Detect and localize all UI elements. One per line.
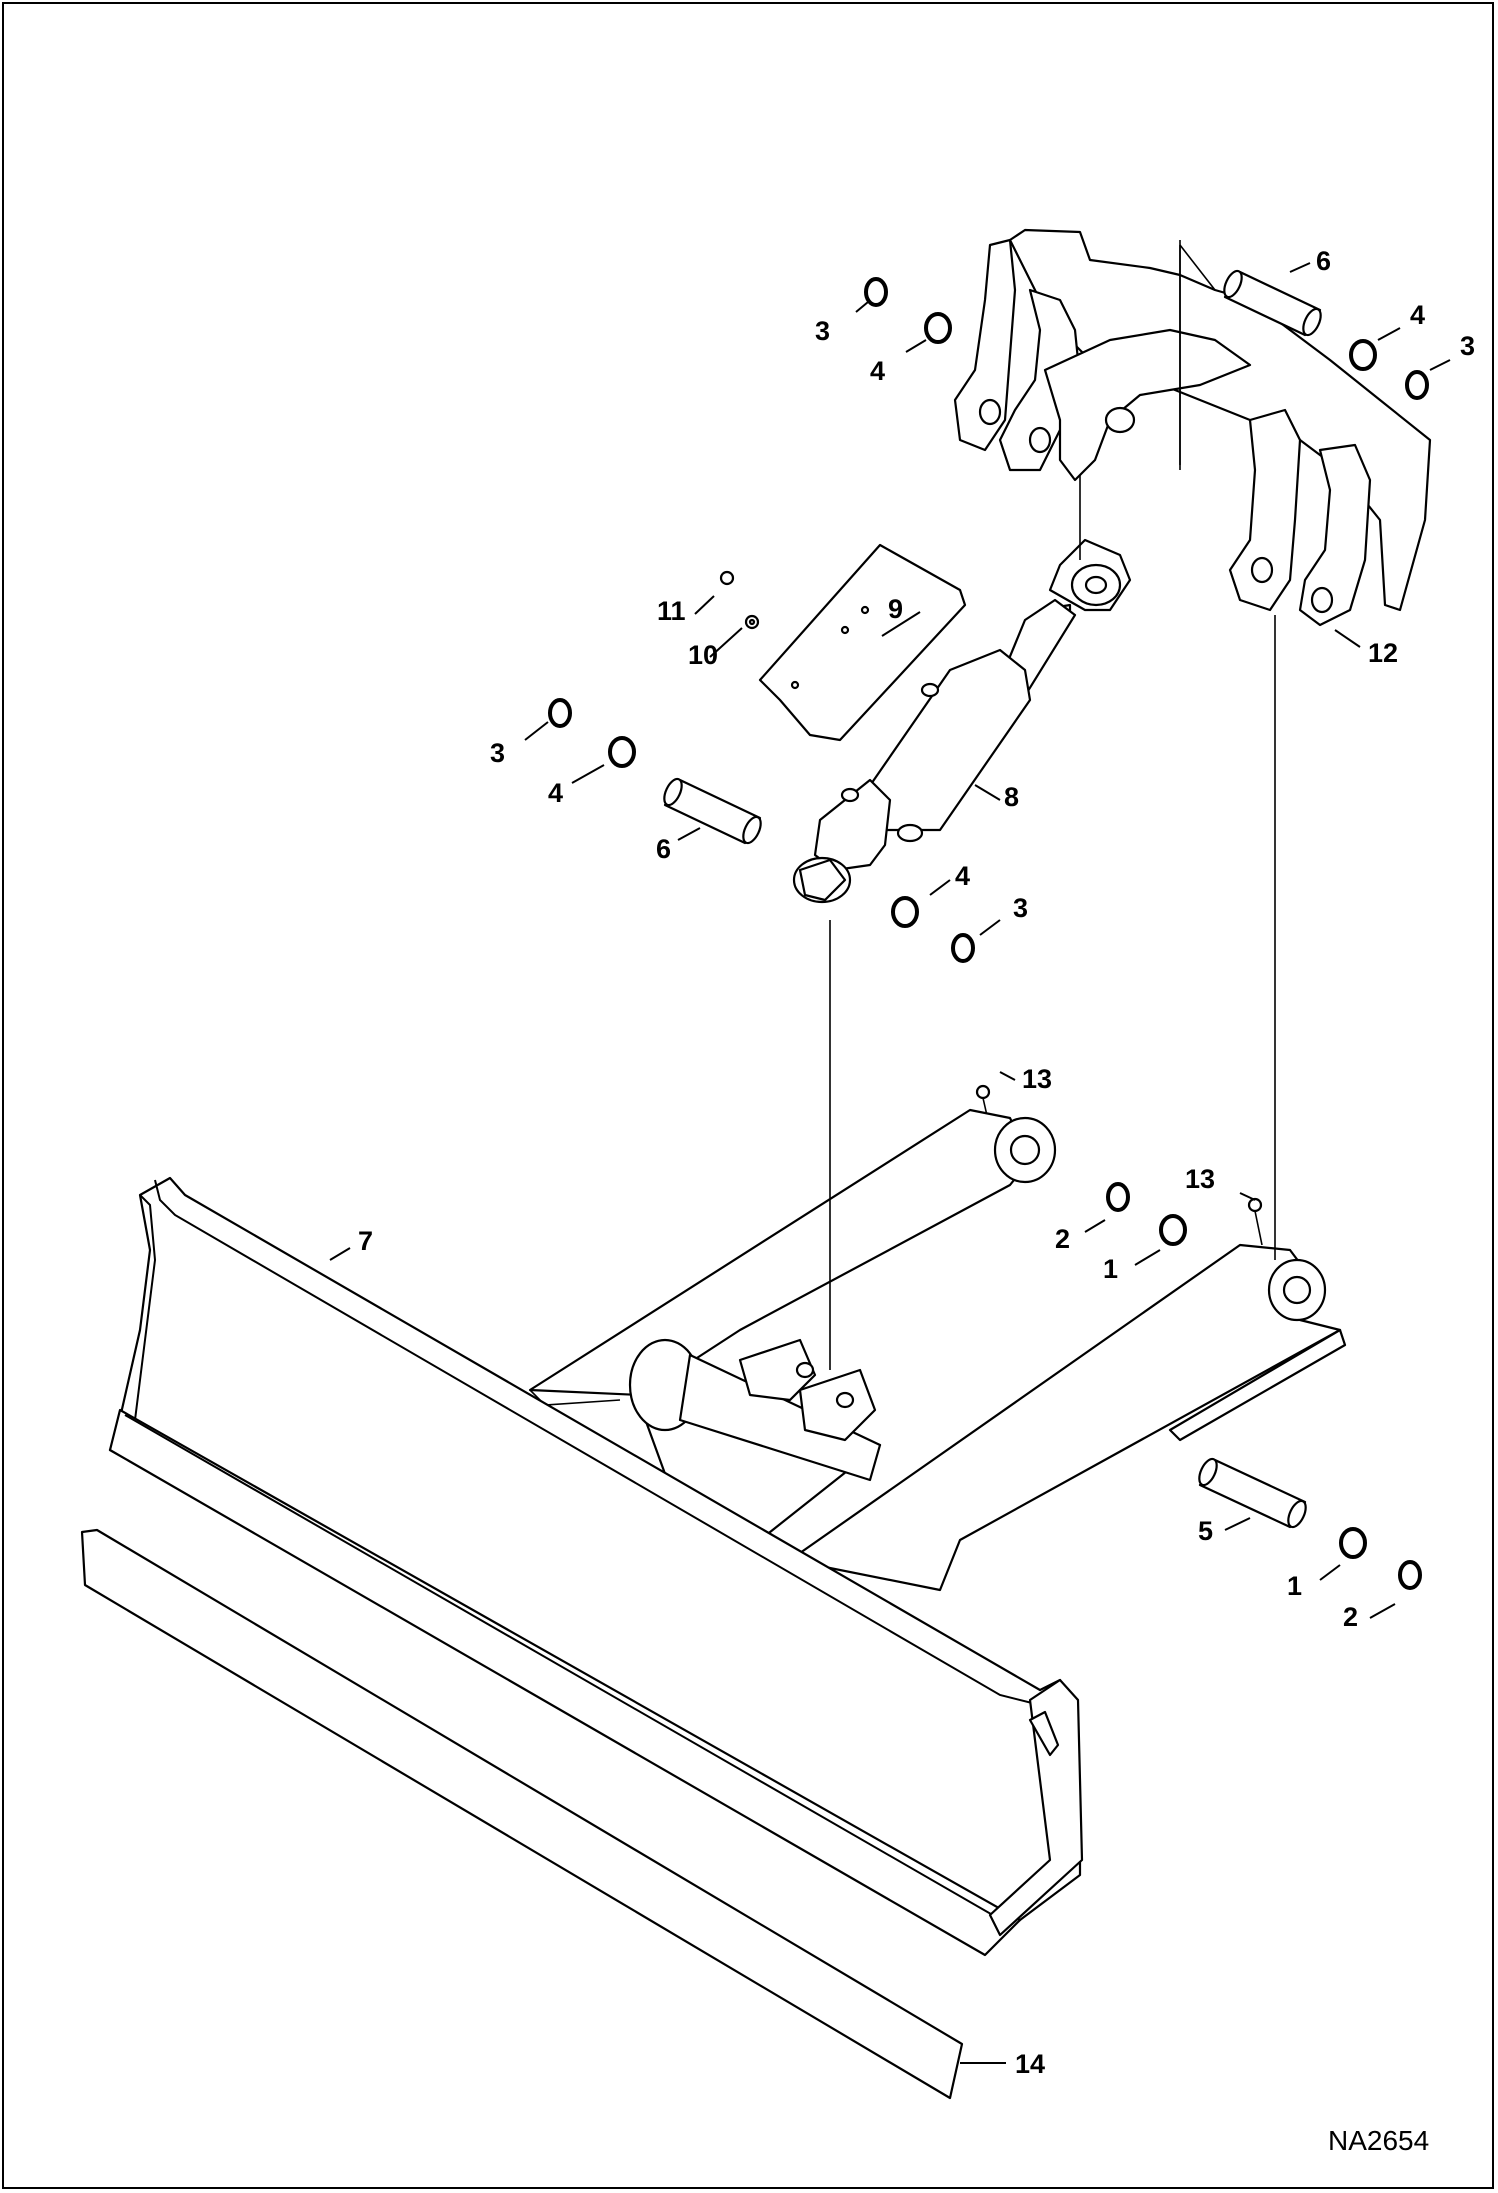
callout-pin-6-mid: 6 — [656, 834, 671, 864]
callout-ring-2-upper: 2 — [1055, 1224, 1070, 1254]
push-arm-frame — [528, 1108, 1347, 1592]
pins — [663, 269, 1322, 1529]
callout-ring-2-lower: 2 — [1343, 1602, 1358, 1632]
retaining-rings — [548, 277, 1429, 1590]
alignment-lines — [829, 240, 1276, 1370]
callout-blade-7: 7 — [358, 1226, 373, 1256]
callout-ring-3-mid-left: 3 — [490, 738, 505, 768]
cutting-edge — [80, 1528, 964, 2100]
callout-ring-3-top-right: 3 — [1460, 331, 1475, 361]
callout-fitting-13-right: 13 — [1185, 1164, 1215, 1194]
callout-ring-4-top-right: 4 — [1410, 300, 1425, 330]
callout-ring-3-top-left: 3 — [815, 316, 830, 346]
callout-nut-11: 11 — [657, 596, 686, 626]
callout-cutting-edge-14: 14 — [1015, 2049, 1045, 2079]
blade-mount-frame — [953, 228, 1432, 627]
callout-cylinder-8: 8 — [1004, 782, 1019, 812]
diagram-code: NA2654 — [1328, 2125, 1429, 2156]
nut-and-washer — [719, 570, 760, 630]
cylinder-guard — [758, 543, 967, 742]
leader-lines — [329, 262, 1451, 2064]
callout-ring-3-mid-right: 3 — [1013, 893, 1028, 923]
callout-pin-6-top: 6 — [1316, 246, 1331, 276]
callout-ring-4-mid-right: 4 — [955, 861, 970, 891]
hydraulic-cylinder — [792, 538, 1132, 904]
dozer-blade — [108, 1176, 1084, 1957]
grease-fittings — [975, 1084, 1263, 1246]
callout-pin-5: 5 — [1198, 1516, 1213, 1546]
callout-ring-1-lower: 1 — [1287, 1571, 1302, 1601]
callout-labels: 6 4 3 3 4 11 9 10 12 3 4 8 6 4 3 13 13 7… — [358, 246, 1475, 2079]
callout-ring-4-top-left: 4 — [870, 356, 885, 386]
callout-frame-12: 12 — [1368, 638, 1398, 668]
callout-ring-1-upper: 1 — [1103, 1254, 1118, 1284]
callout-ring-4-mid-left: 4 — [548, 778, 563, 808]
callout-fitting-13-left: 13 — [1022, 1064, 1052, 1094]
callout-washer-10: 10 — [688, 640, 718, 670]
callout-guard-9: 9 — [888, 594, 903, 624]
